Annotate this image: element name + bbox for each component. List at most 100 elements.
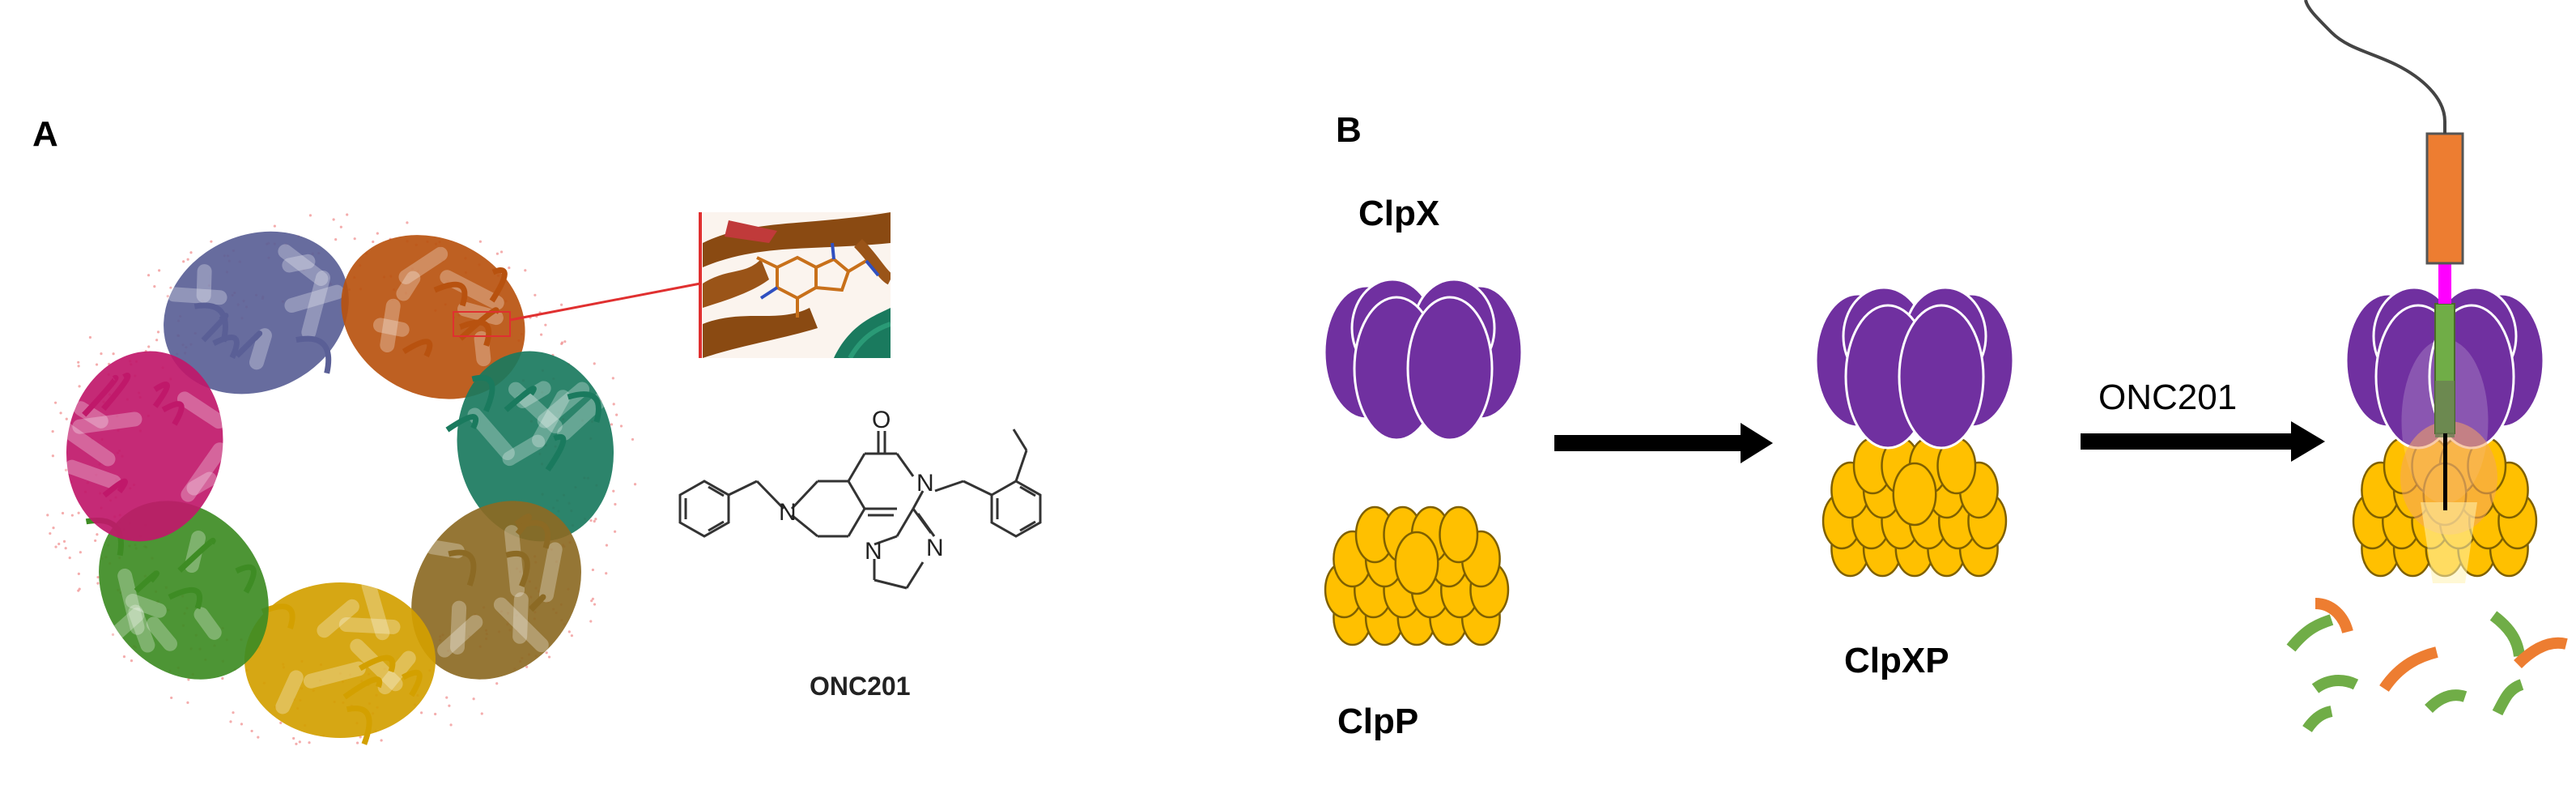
loop-strand (234, 331, 263, 358)
solvent-dot (88, 335, 92, 339)
loop-strand (193, 302, 228, 343)
solvent-dot (96, 582, 100, 585)
loop-strand (82, 374, 119, 417)
subunit-body (457, 351, 614, 542)
atom-nitrogen-amide: N (916, 470, 934, 497)
benzyl-ring (678, 480, 730, 538)
helix-highlight (284, 284, 345, 313)
solvent-dot (547, 655, 551, 659)
atom-nitrogen-imine: N (926, 535, 944, 561)
solvent-dot (279, 721, 283, 724)
solvent-dot (480, 712, 483, 715)
protein-subunit (58, 351, 227, 542)
methylbenzyl-ring (990, 480, 1042, 538)
helix-highlight (493, 597, 549, 653)
clpp-tetradecamer (1324, 505, 1510, 646)
loop-strand (177, 537, 216, 573)
solvent-dot (170, 696, 173, 700)
solvent-dot (62, 540, 66, 543)
solvent-dot (449, 723, 453, 727)
solvent-dot (78, 385, 81, 388)
solvent-dot (308, 214, 312, 217)
solvent-dot (77, 572, 80, 575)
clpp-heptamer-structure (46, 213, 637, 745)
solvent-dot (631, 437, 635, 441)
loop-strand (402, 669, 423, 697)
helix-highlight (396, 271, 421, 301)
solvent-dot (68, 556, 71, 560)
helix-highlight (377, 650, 416, 695)
helix-highlight (380, 298, 401, 353)
atom-oxygen: O (872, 407, 891, 433)
loop-strand (433, 281, 468, 307)
solvent-dot (155, 339, 159, 342)
assembly-arrow (1554, 423, 1773, 463)
unfolded-substrate-thread (2443, 433, 2447, 510)
solvent-dot (100, 352, 103, 356)
helix-highlight (317, 599, 359, 638)
clpp-subunit (1892, 462, 1937, 527)
peptide-fragment (2286, 614, 2334, 652)
solvent-dot (445, 696, 448, 699)
solvent-dot (612, 403, 615, 406)
helix-highlight (303, 661, 366, 689)
loop-strand (514, 514, 533, 536)
solvent-dot (560, 341, 564, 344)
panel-a-label: A (32, 114, 58, 154)
solvent-dot (355, 741, 359, 744)
solvent-dot (292, 736, 295, 740)
central-pore (251, 382, 445, 574)
helix-highlight (181, 442, 227, 502)
loop-strand (212, 334, 240, 360)
solvent-dot (49, 531, 52, 535)
solvent-dot (186, 701, 189, 704)
protein-subunit (244, 578, 436, 745)
protein-subunit (164, 231, 349, 394)
solvent-dot (147, 345, 151, 348)
loop-strand (358, 655, 396, 673)
solvent-dot (156, 331, 160, 334)
helix-highlight (196, 264, 212, 303)
loop-strand (445, 414, 479, 433)
solvent-dot (51, 454, 54, 458)
solvent-dot (339, 225, 342, 228)
loop-strand (402, 339, 433, 358)
solvent-dot (376, 232, 379, 235)
subunit-body (411, 501, 581, 680)
solvent-dot (122, 655, 126, 659)
binding-site-inset (703, 212, 891, 358)
clpx-subunits (1323, 278, 1524, 441)
atom-nitrogen-piperidine: N (779, 499, 797, 526)
peptide-fragment (2425, 689, 2468, 714)
solvent-dot (61, 511, 65, 515)
solvent-dot (53, 401, 57, 404)
loop-strand (545, 433, 567, 472)
peptide-fragment (2311, 675, 2359, 693)
solvent-dot (478, 240, 482, 243)
loop-strand (161, 401, 185, 426)
solvent-dot (77, 365, 80, 368)
helix-highlight (467, 407, 515, 461)
protein-subunit (445, 351, 614, 542)
solvent-dot (147, 274, 151, 277)
solvent-dot (610, 423, 614, 426)
solvent-dot (77, 589, 80, 592)
solvent-dot (420, 711, 423, 714)
solvent-dot (158, 269, 161, 272)
solvent-dot (65, 417, 68, 420)
solvent-dot (298, 740, 301, 744)
loop-strand (101, 373, 131, 412)
helix-highlight (398, 246, 448, 284)
loop-strand (459, 319, 492, 347)
helix-highlight (538, 542, 563, 603)
solvent-dot (615, 413, 618, 416)
peptide-fragment (2379, 646, 2438, 693)
solvent-dot (54, 545, 57, 548)
solvent-dot (95, 363, 99, 366)
helix-highlight (128, 604, 155, 653)
loop-strand (448, 549, 477, 586)
loop-strand (342, 676, 383, 700)
solvent-dot (79, 551, 82, 554)
solvent-dot (70, 514, 74, 517)
